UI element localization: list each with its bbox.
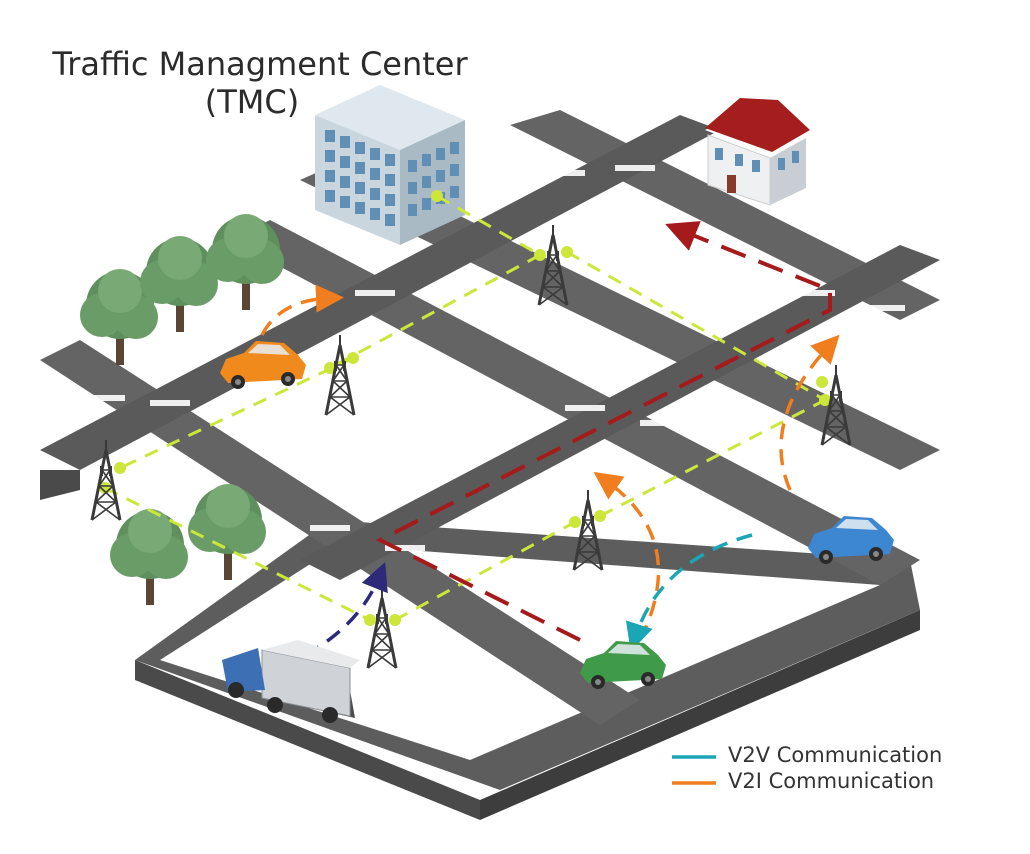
- legend-label-v2i: V2I Communication: [728, 769, 935, 793]
- v2v-link: [625, 533, 753, 652]
- house-icon: [705, 98, 810, 206]
- infrastructure-links: [104, 194, 826, 622]
- legend-label-v2v: V2V Communication: [728, 743, 943, 767]
- truck-icon: [222, 640, 360, 723]
- legend: [672, 755, 716, 785]
- diagram-subtitle: (TMC): [204, 83, 300, 121]
- diagram-title: Traffic Managment Center: [52, 45, 468, 83]
- road-network: [40, 110, 940, 820]
- tmc-building-icon: [315, 85, 465, 245]
- v2i-links: [260, 284, 840, 641]
- route-path: [375, 221, 832, 642]
